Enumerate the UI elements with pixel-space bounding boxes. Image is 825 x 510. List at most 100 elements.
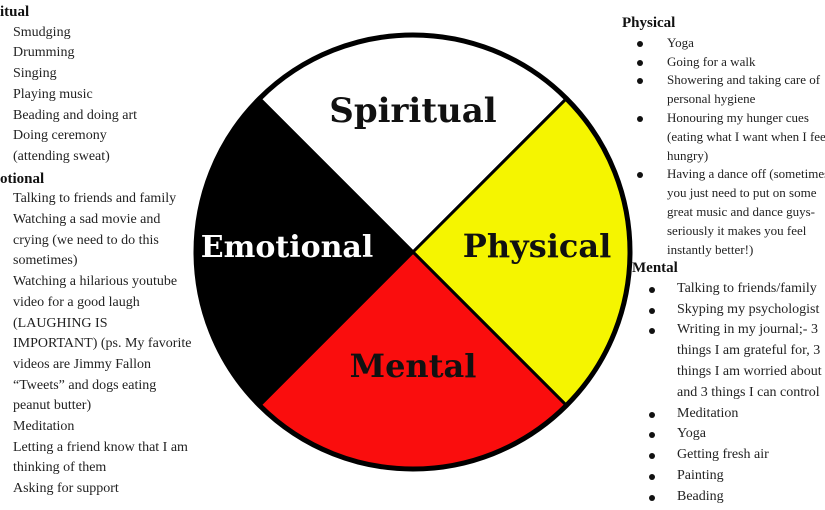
list-item-line: personal hygiene <box>622 90 825 109</box>
list-item-text: things I am grateful for, 3 <box>677 343 821 359</box>
list-item-line: thinking of them <box>0 458 191 479</box>
list-item-line: Yoga <box>632 424 822 445</box>
list-item-line: IMPORTANT) (ps. My favorite <box>0 334 191 355</box>
list-item-line: things I am worried about <box>632 362 822 383</box>
bullet-icon <box>637 172 643 179</box>
list-item-line: hungry) <box>622 147 825 166</box>
list-item-line: Singing <box>0 64 191 85</box>
list-item-line: Skyping my psychologist <box>632 300 822 321</box>
physical-heading: Physical <box>622 15 676 31</box>
list-item-line: Asking for support <box>0 479 191 500</box>
list-item-line: Doing ceremony <box>0 126 191 147</box>
list-item-text: Talking to friends and family <box>13 191 177 207</box>
bullet-icon <box>649 286 655 293</box>
emotional-heading: otional <box>0 170 45 187</box>
list-item-line: Having a dance off (sometimes <box>622 165 825 184</box>
list-item-line: Beading and doing art <box>0 106 191 127</box>
list-item-line: Smudging <box>0 23 191 44</box>
list-item-text: you just need to put on some <box>667 185 817 201</box>
list-item-text: things I am worried about <box>677 363 822 379</box>
mental-heading: Mental <box>632 260 678 276</box>
list-item-line: and 3 things I can control <box>632 383 822 404</box>
list-item-text: Showering and taking care of <box>667 72 821 88</box>
list-item-text: Playing music <box>13 86 93 102</box>
list-item-line: Painting <box>632 466 822 487</box>
list-item-line: great music and dance guys- <box>622 203 825 222</box>
list-item-line: Talking to friends and family <box>0 189 191 210</box>
bullet-icon <box>649 453 655 460</box>
list-item-text: Talking to friends/family <box>677 280 817 296</box>
list-item-line: videos are Jimmy Fallon <box>0 355 191 376</box>
list-item-line: instantly better!) <box>622 241 825 260</box>
list-item-line: peanut butter) <box>0 396 191 417</box>
list-item-line: Honouring my hunger cues <box>622 109 825 128</box>
list-item-text: video for a good laugh <box>13 294 140 310</box>
bullet-icon <box>649 473 655 480</box>
list-item-text: Beading and doing art <box>13 107 138 123</box>
list-item-text: peanut butter) <box>13 398 92 414</box>
list-item-text: “Tweets” and dogs eating <box>13 377 157 393</box>
list-item-line: seriously it makes you feel <box>622 222 825 241</box>
list-item-text: Beading <box>677 488 724 504</box>
bullet-icon <box>637 59 643 66</box>
list-item-text: Watching a hilarious youtube <box>13 274 178 290</box>
list-item-text: Getting fresh air <box>677 447 769 463</box>
physical-label: Physical <box>463 227 611 265</box>
list-item-line: Meditation <box>632 404 822 425</box>
list-item-line: Watching a hilarious youtube <box>0 272 191 293</box>
list-item-line: Getting fresh air <box>632 445 822 466</box>
list-item-text: instantly better!) <box>667 241 754 257</box>
list-item-text: Painting <box>677 467 724 483</box>
list-item-line: Yoga <box>622 34 825 53</box>
list-item-text: Writing in my journal;- 3 <box>677 322 818 338</box>
list-item-line: Talking to friends/family <box>632 279 822 300</box>
spiritual-label: Spiritual <box>329 91 497 131</box>
list-item-text: Doing ceremony <box>13 128 107 144</box>
list-item-text: Honouring my hunger cues <box>667 109 809 125</box>
bullet-icon <box>637 40 643 47</box>
list-item-text: great music and dance guys- <box>667 203 816 219</box>
list-item-text: videos are Jimmy Fallon <box>13 356 152 372</box>
list-item-line: “Tweets” and dogs eating <box>0 376 191 397</box>
mental-label: Mental <box>350 347 477 385</box>
list-item-line: Playing music <box>0 85 191 106</box>
wheel-outline <box>193 32 633 472</box>
list-item-line: Beading <box>632 487 822 508</box>
list-item-line: things I am grateful for, 3 <box>632 341 822 362</box>
list-item-text: Watching a sad movie and <box>13 212 161 228</box>
list-item-text: (eating what I want when I feel <box>667 128 825 144</box>
list-item-text: Yoga <box>677 426 706 442</box>
list-item-text: Meditation <box>677 405 739 421</box>
list-item-line: Watching a sad movie and <box>0 210 191 231</box>
list-item-line: (LAUGHING IS <box>0 314 191 335</box>
list-item-text: crying (we need to do this <box>13 232 159 248</box>
bullet-icon <box>637 115 643 122</box>
list-item-text: Yoga <box>667 34 694 50</box>
list-item-line: Letting a friend know that I am <box>0 438 191 459</box>
bullet-icon <box>649 494 655 501</box>
list-item-text: Skyping my psychologist <box>677 301 820 317</box>
list-item-text: Having a dance off (sometimes <box>667 166 825 182</box>
list-item-line: sometimes) <box>0 251 191 272</box>
list-item-text: (LAUGHING IS <box>13 315 108 331</box>
list-item-text: sometimes) <box>13 253 78 269</box>
list-item-text: hungry) <box>667 147 709 163</box>
list-item-line: Drumming <box>0 43 191 64</box>
list-item-text: Drumming <box>13 45 75 61</box>
list-item-text: thinking of them <box>13 460 107 476</box>
bullet-icon <box>649 411 655 418</box>
list-item-text: Meditation <box>13 419 75 435</box>
list-item-line: (attending sweat) <box>0 147 191 168</box>
bullet-icon <box>649 432 655 439</box>
list-item-text: seriously it makes you feel <box>667 222 807 238</box>
list-item-line: you just need to put on some <box>622 184 825 203</box>
list-item-text: Smudging <box>13 24 71 40</box>
emotional-label: Emotional <box>201 230 374 265</box>
bullet-icon <box>637 78 643 85</box>
